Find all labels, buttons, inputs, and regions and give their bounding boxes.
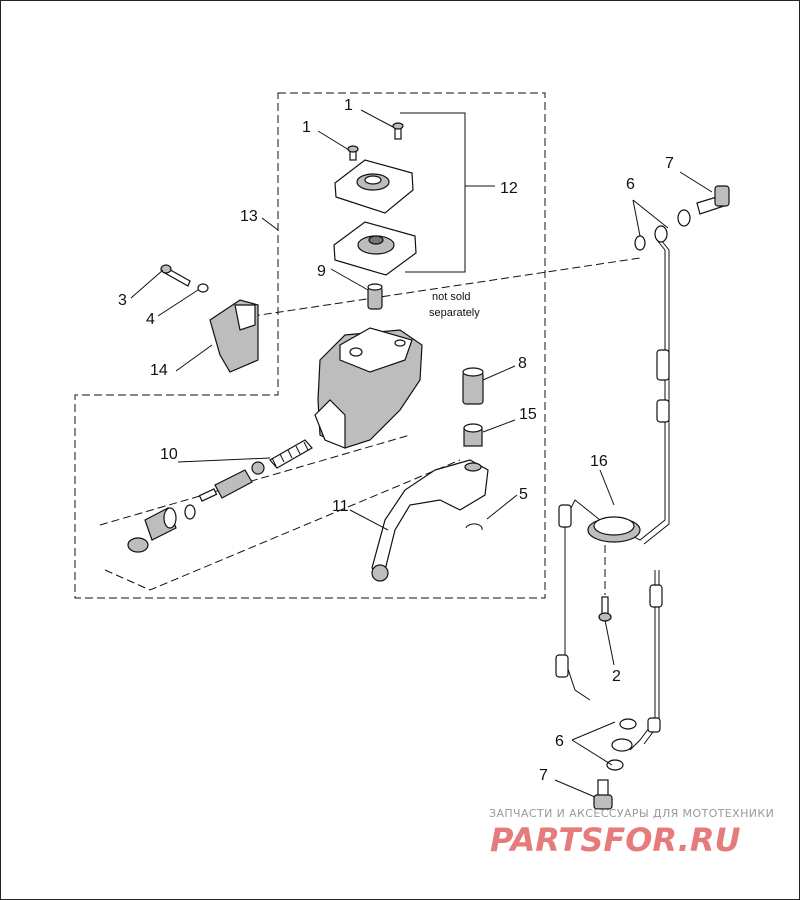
cover-screw-left (347, 145, 359, 161)
note-line-2: separately (429, 307, 480, 319)
callout-2: 2 (612, 668, 621, 685)
retaining-clip (465, 523, 483, 531)
assembly-boundary-13 (74, 92, 546, 599)
callout-15: 15 (519, 406, 537, 423)
pivot-bushing (463, 423, 483, 447)
handlebar-clamp (209, 299, 259, 373)
callout-1-left: 1 (302, 119, 311, 136)
lower-banjo-hardware (593, 718, 637, 810)
callout-10: 10 (160, 446, 178, 463)
callout-5: 5 (519, 486, 528, 503)
brake-line (555, 239, 670, 751)
brake-lever (371, 459, 489, 582)
diaphragm (333, 221, 417, 276)
plug (367, 283, 383, 310)
note-line-1: not sold (432, 291, 471, 303)
master-cylinder-body (314, 327, 423, 449)
piston-kit (127, 439, 313, 553)
clamp-washer (197, 283, 209, 293)
callout-6-upper: 6 (626, 176, 635, 193)
callout-6-lower: 6 (555, 733, 564, 750)
watermark-tagline: ЗАПЧАСТИ И АКСЕССУАРЫ ДЛЯ МОТОТЕХНИКИ (489, 807, 774, 820)
axis-line-2 (99, 434, 411, 526)
reservoir-cover (334, 159, 414, 214)
callout-12: 12 (500, 180, 518, 197)
callout-16: 16 (590, 453, 608, 470)
callout-3: 3 (118, 292, 127, 309)
callout-13: 13 (240, 208, 258, 225)
callout-9: 9 (317, 263, 326, 280)
callout-14: 14 (150, 362, 168, 379)
clamp-screw (160, 264, 191, 287)
axis-line (239, 257, 641, 319)
callout-8: 8 (518, 355, 527, 372)
upper-banjo-hardware (634, 185, 730, 251)
callout-1-right: 1 (344, 97, 353, 114)
leader-lines (130, 109, 713, 798)
axis-line-3 (104, 459, 461, 591)
cover-screw-right (392, 122, 404, 140)
line-clamp-screw (598, 596, 612, 622)
pushrod (462, 367, 484, 405)
watermark-logo: PARTSFOR.RU (490, 821, 740, 859)
callout-7-lower: 7 (539, 767, 548, 784)
callout-7-upper: 7 (665, 155, 674, 172)
callout-4: 4 (146, 311, 155, 328)
callout-11: 11 (332, 498, 349, 515)
